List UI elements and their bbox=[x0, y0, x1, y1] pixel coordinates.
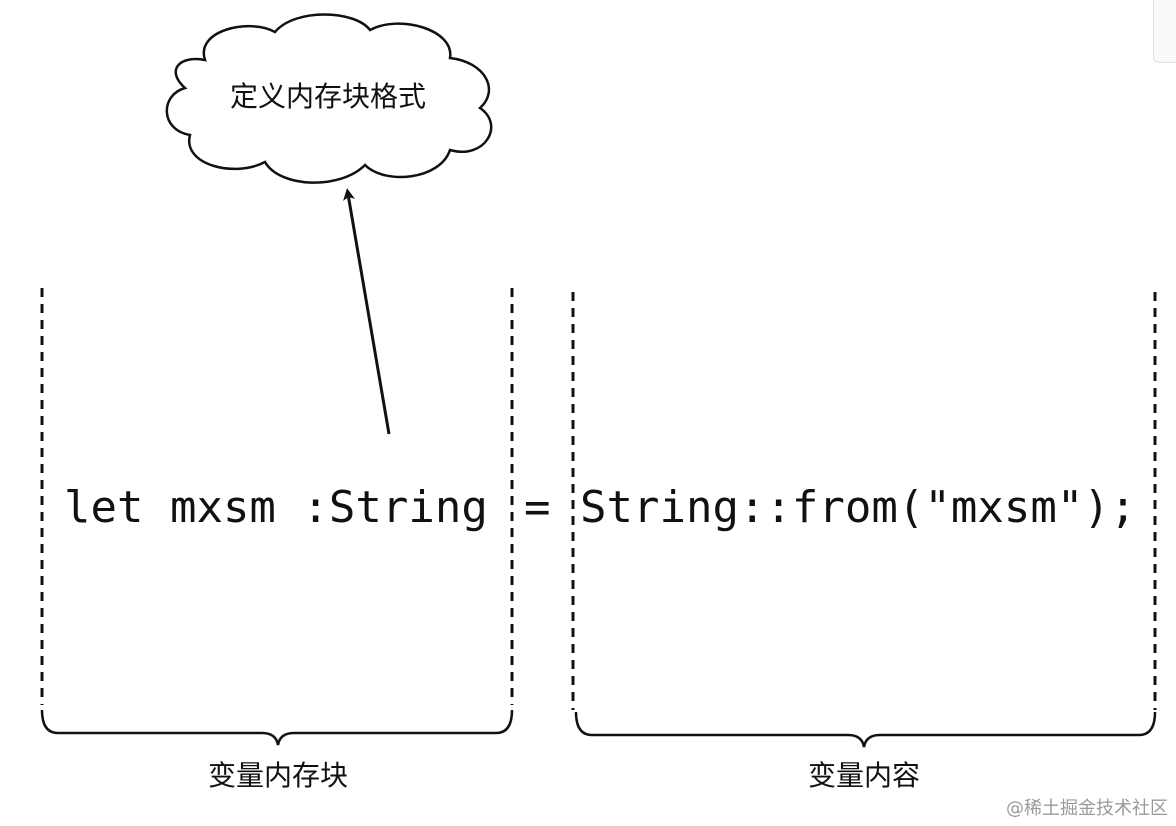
code-right-part: String::from("mxsm"); bbox=[580, 482, 1136, 533]
cloud-shape bbox=[165, 13, 493, 184]
arrow-line bbox=[343, 188, 391, 435]
cloud-label: 定义内存块格式 bbox=[230, 80, 426, 113]
scrollbar-tab[interactable] bbox=[1153, 0, 1176, 63]
right-curly-brace bbox=[574, 711, 1157, 748]
code-left-part: let mxsm :String bbox=[64, 482, 488, 533]
left-curly-brace bbox=[40, 709, 514, 746]
code-equals-sign: = bbox=[524, 482, 551, 533]
watermark-text: @稀土掘金技术社区 bbox=[1006, 798, 1168, 819]
left-brace-label: 变量内存块 bbox=[208, 759, 348, 792]
right-brace-label: 变量内容 bbox=[808, 759, 920, 792]
